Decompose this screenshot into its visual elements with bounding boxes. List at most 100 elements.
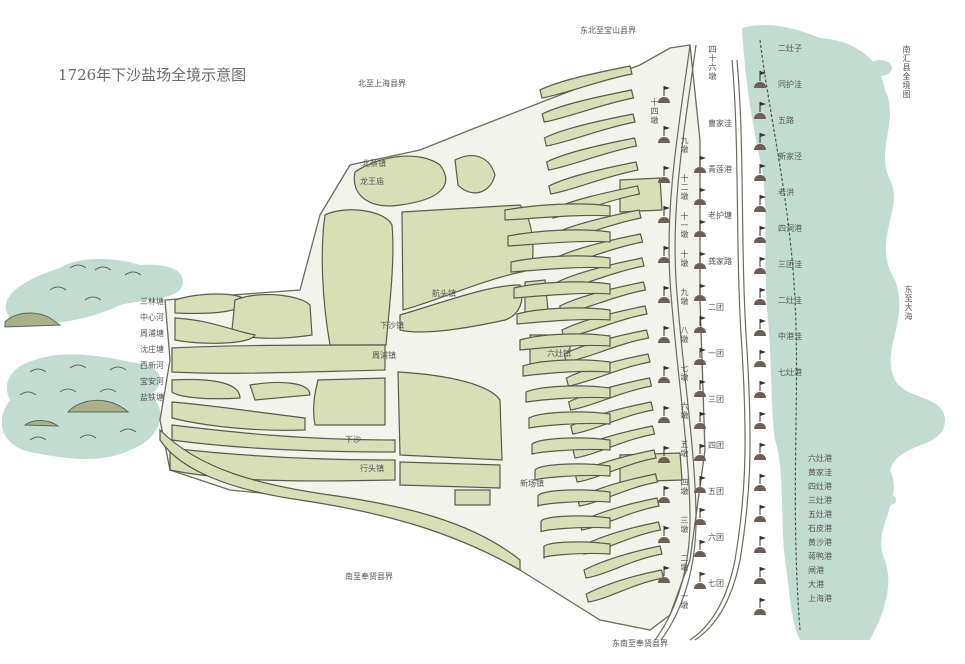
salt-fort-icon (754, 195, 766, 212)
place-label: 航头镇 (432, 289, 456, 298)
coast-label: 四灶港 (808, 482, 832, 491)
coast-label: 老洪 (778, 188, 794, 197)
field-strip (507, 229, 611, 247)
village-label: 五团 (708, 487, 724, 496)
land-outline (159, 44, 706, 631)
salt-fort-icon (694, 156, 706, 173)
salt-fort-icons (658, 71, 766, 615)
salt-fort-icon (658, 446, 670, 463)
salt-fort-icon (694, 508, 706, 525)
field-strip (540, 515, 611, 533)
fort-label: 二墩 (680, 554, 689, 572)
fort-label: 十二墩 (680, 174, 689, 201)
fort-label: 四墩 (680, 478, 689, 496)
place-label: 下沙镇 (380, 321, 404, 330)
fort-label: 一墩 (680, 592, 689, 610)
field-strip (541, 89, 635, 123)
place-label: 新场镇 (520, 479, 544, 488)
salt-fort-icon (754, 257, 766, 274)
field-strip (522, 359, 611, 377)
fort-label: 八墩 (680, 326, 689, 344)
fort-label: 九墩 (680, 288, 689, 306)
coast-label: 同护洼 (778, 80, 802, 89)
salt-fort-icon (754, 102, 766, 119)
field-strip (516, 307, 611, 325)
salt-fort-icon (754, 443, 766, 460)
salt-fort-icon (658, 126, 670, 143)
map-title: 1726年下沙盐场全境示意图 (58, 66, 247, 84)
field-strip (537, 489, 611, 508)
village-label: 龚家路 (708, 257, 732, 266)
place-label: 周浦镇 (372, 351, 396, 360)
canal-label: 周浦塘 (140, 329, 164, 338)
salt-fields (159, 155, 683, 572)
canal-label: 宝安河 (140, 377, 164, 386)
field-strip (510, 255, 611, 273)
salt-fort-icon (658, 526, 670, 543)
village-label: 三团 (708, 395, 724, 404)
canal-label: 三林塘 (140, 297, 164, 306)
field-strips (504, 65, 665, 603)
village-label: 二团 (708, 303, 724, 312)
place-label: 行头镇 (360, 464, 384, 473)
place-label: 北蔡镇 (362, 159, 386, 168)
salt-fort-icon (754, 505, 766, 522)
coast-label: 闸港 (808, 566, 824, 575)
salt-fort-icon (658, 486, 670, 503)
salt-fort-icon (754, 226, 766, 243)
salt-fort-icon (754, 350, 766, 367)
coast-label: 二灶子 (778, 44, 802, 53)
coastal-seawall (654, 39, 801, 641)
coast-label: 四洞港 (778, 224, 802, 233)
salt-fort-icon (658, 206, 670, 223)
coast-label: 大港 (808, 580, 824, 589)
salt-fort-icon (658, 286, 670, 303)
field-strip (548, 161, 639, 195)
salt-fort-icon (754, 133, 766, 150)
west-marsh (1, 259, 184, 459)
fort-label: 十一墩 (680, 212, 689, 239)
salt-fort-icon (754, 319, 766, 336)
northeast-border-label: 东北至宝山县界 (580, 26, 636, 35)
village-label: 四团 (708, 441, 724, 450)
salt-fort-icon (658, 406, 670, 423)
field-strip (528, 411, 611, 429)
salt-fort-icon (694, 188, 706, 205)
salt-fort-icon (754, 164, 766, 181)
salt-fort-icon (658, 366, 670, 383)
salt-fort-icon (694, 220, 706, 237)
salt-fort-icon (694, 412, 706, 429)
south-border-label: 南至奉贤县界 (345, 572, 393, 581)
salt-fort-icon (694, 316, 706, 333)
coast-label: 上海港 (808, 594, 832, 603)
salt-fort-icon (754, 598, 766, 615)
village-label: 曹家洼 (708, 119, 732, 128)
canal-label: 中心河 (140, 313, 164, 322)
field-strip (513, 281, 611, 299)
nanhui-label: 南汇县全境图 (902, 45, 911, 99)
coast-label: 新家泾 (778, 152, 802, 161)
coast-label: 黄沙港 (808, 538, 832, 547)
place-label: 龙王庙 (360, 177, 384, 186)
field-strip (543, 541, 611, 559)
coast-label: 七灶港 (778, 368, 802, 377)
field-strip (534, 463, 611, 481)
north-border-label: 北至上海县界 (358, 79, 406, 88)
salt-fort-icon (658, 326, 670, 343)
east-sea (742, 25, 945, 640)
coast-label: 六灶港 (808, 454, 832, 463)
fort-label: 十四墩 (650, 98, 659, 125)
fort-label: 六墩 (680, 402, 689, 420)
fort-label: 十墩 (680, 250, 689, 268)
field-strip (519, 333, 611, 351)
salt-fort-icon (754, 412, 766, 429)
salt-fort-icon (694, 572, 706, 589)
village-label: 六团 (708, 533, 724, 542)
village-label: 老护塘 (708, 211, 732, 220)
salt-fort-icon (694, 348, 706, 365)
village-label: 一团 (708, 349, 724, 358)
coast-label: 黄家洼 (808, 468, 832, 477)
salt-fort-icon (754, 536, 766, 553)
salt-fort-icon (754, 288, 766, 305)
coast-label: 五路 (778, 116, 794, 125)
